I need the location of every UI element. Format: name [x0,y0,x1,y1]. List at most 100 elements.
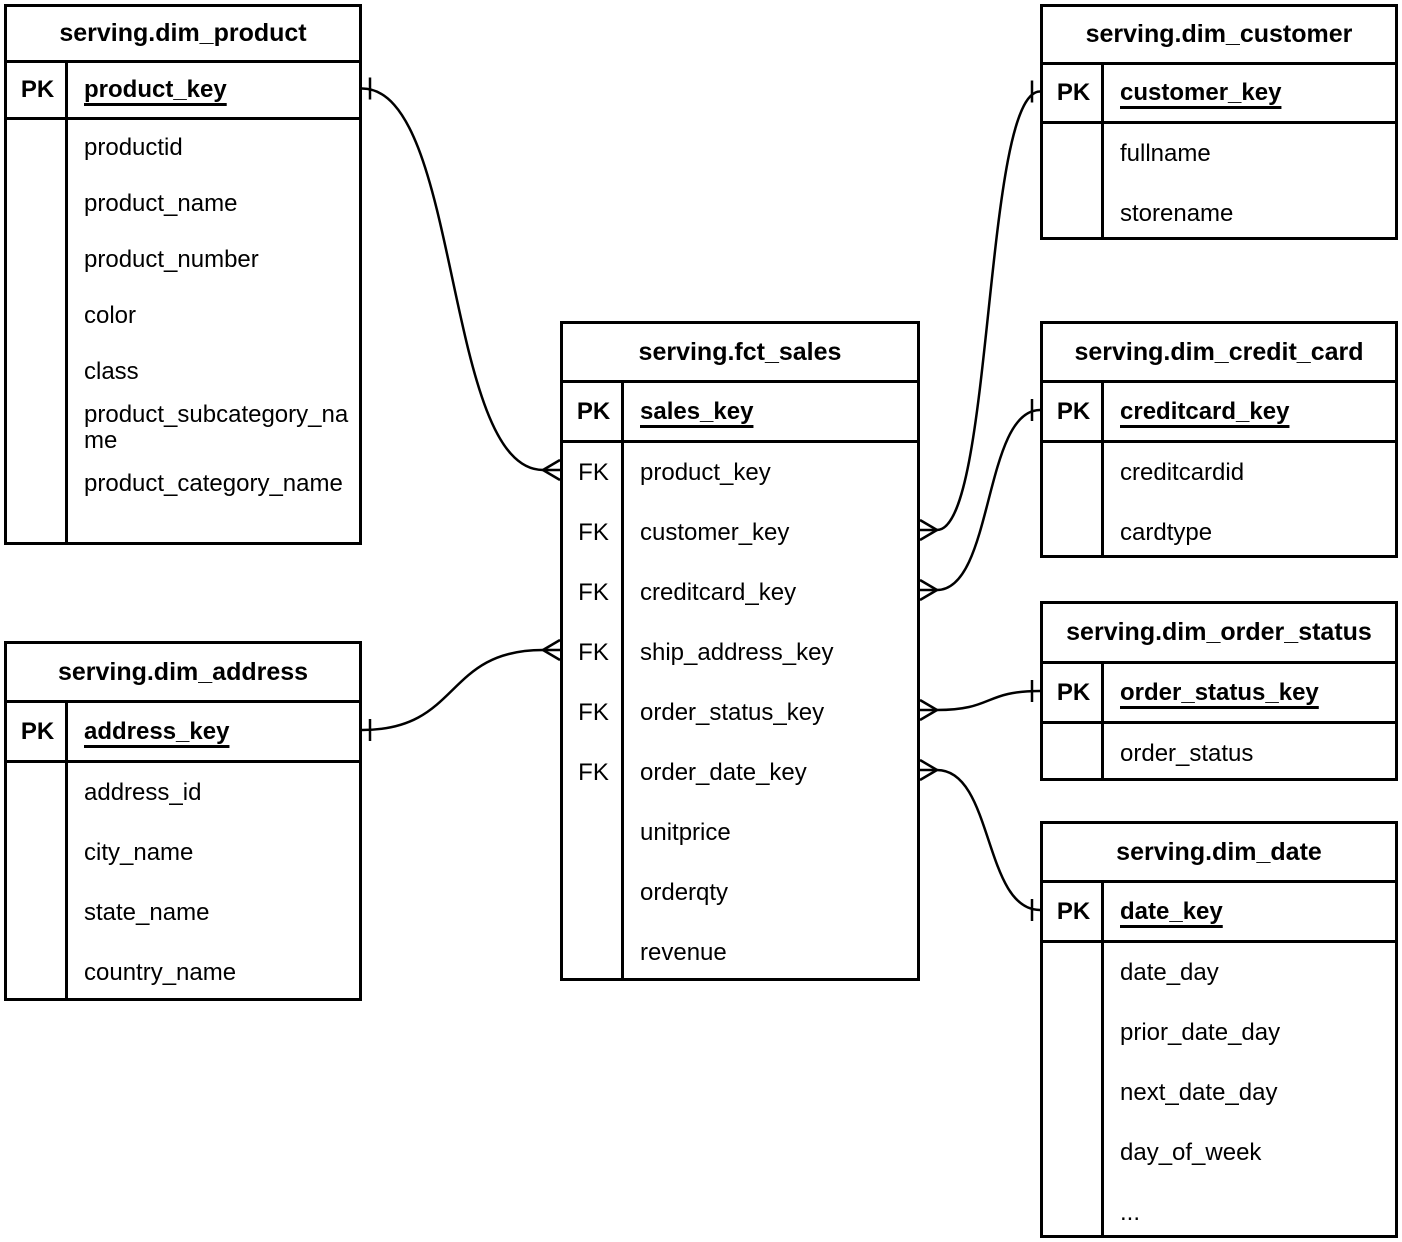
field-name: creditcardid [1120,459,1245,487]
field-row: productid [7,120,359,176]
key-spacer [7,883,68,943]
key-spacer [1043,443,1104,503]
field-name: prior_date_day [1120,1019,1281,1047]
field-name: storename [1120,200,1234,228]
primary-key-row: PK sales_key [563,383,917,443]
field-name: product_key [640,459,771,487]
relationship-dim_product-product_key--fct_sales-product_key [361,77,561,482]
key-spacer [1043,1063,1104,1123]
field-name: revenue [640,939,727,967]
crow-foot-many [919,708,938,722]
field-name: city_name [84,839,194,867]
fk-label: FK [578,579,609,606]
field-row: product_subcategory_name [7,400,359,456]
relationship-dim_customer-customer_key--fct_sales-customer_key [919,80,1041,542]
field-row: unitprice [563,803,917,863]
pk-field-name: creditcard_key [1120,397,1290,425]
pk-field-name: sales_key [640,397,754,425]
fields-section: date_day prior_date_day next_date_day day_o… [1043,943,1395,1242]
crow-foot-many [919,588,938,602]
key-spacer [1043,1183,1104,1242]
pk-field-name: address_key [84,717,230,745]
pk-label: PK [1056,79,1091,106]
fields-section: fullname storename [1043,124,1395,244]
pk-field-name: product_key [84,76,227,104]
key-spacer [1043,124,1104,184]
field-row: next_date_day [1043,1063,1395,1123]
key-spacer [7,400,68,456]
relationship-dim_credit_card-creditcard_key--fct_sales-creditcard_key [919,399,1041,602]
key-spacer [563,923,624,983]
fields-section: order_status [1043,724,1395,784]
key-spacer [1043,503,1104,563]
field-row: orderqty [563,863,917,923]
field-row: FK creditcard_key [563,563,917,623]
key-spacer [1043,184,1104,244]
crow-foot-many [542,468,561,482]
crow-foot-many [919,528,938,542]
field-name: country_name [84,959,237,987]
field-name: state_name [84,899,210,927]
pk-field-name: date_key [1120,897,1223,925]
relationship-line [361,87,544,472]
key-spacer [7,288,68,344]
crow-foot-many [919,758,938,772]
key-spacer [7,120,68,176]
field-row: product_name [7,176,359,232]
field-row: fullname [1043,124,1395,184]
field-name: product_category_name [84,470,343,498]
field-name: order_status_key [640,699,825,727]
field-row: order_status [1043,724,1395,784]
key-spacer [563,863,624,923]
relationship-line [936,689,1041,712]
pk-field-name: customer_key [1120,79,1282,107]
field-name: productid [84,134,183,162]
primary-key-row: PK product_key [7,63,359,120]
primary-key-row: PK address_key [7,703,359,763]
field-row: cardtype [1043,503,1395,563]
field-row: date_day [1043,943,1395,1003]
relationship-line [936,90,1041,532]
crow-foot-many [919,768,938,782]
field-row: storename [1043,184,1395,244]
field-name: order_status [1120,740,1254,768]
pk-label: PK [576,397,611,425]
key-spacer [1043,1003,1104,1063]
field-name: creditcard_key [640,579,797,607]
field-name: product_subcategory_name [84,401,349,454]
field-name: color [84,302,137,330]
field-row: state_name [7,883,359,943]
crow-foot-many [542,458,561,472]
field-row: revenue [563,923,917,983]
pk-label: PK [20,717,55,745]
table-title: serving.fct_sales [563,324,917,383]
field-row: city_name [7,823,359,883]
key-spacer [7,456,68,512]
field-name: day_of_week [1120,1139,1262,1167]
field-row: FK order_date_key [563,743,917,803]
fk-label: FK [578,759,609,786]
table-title: serving.dim_credit_card [1043,324,1395,383]
pk-label: PK [1056,897,1091,925]
field-row: product_number [7,232,359,288]
field-name: cardtype [1120,519,1213,547]
field-name: order_date_key [640,759,807,787]
key-spacer [7,344,68,400]
primary-key-row: PK customer_key [1043,65,1395,124]
table-title: serving.dim_order_status [1043,604,1395,664]
field-row: product_category_name [7,456,359,512]
key-spacer [7,823,68,883]
pk-label: PK [20,76,55,103]
field-row: color [7,288,359,344]
